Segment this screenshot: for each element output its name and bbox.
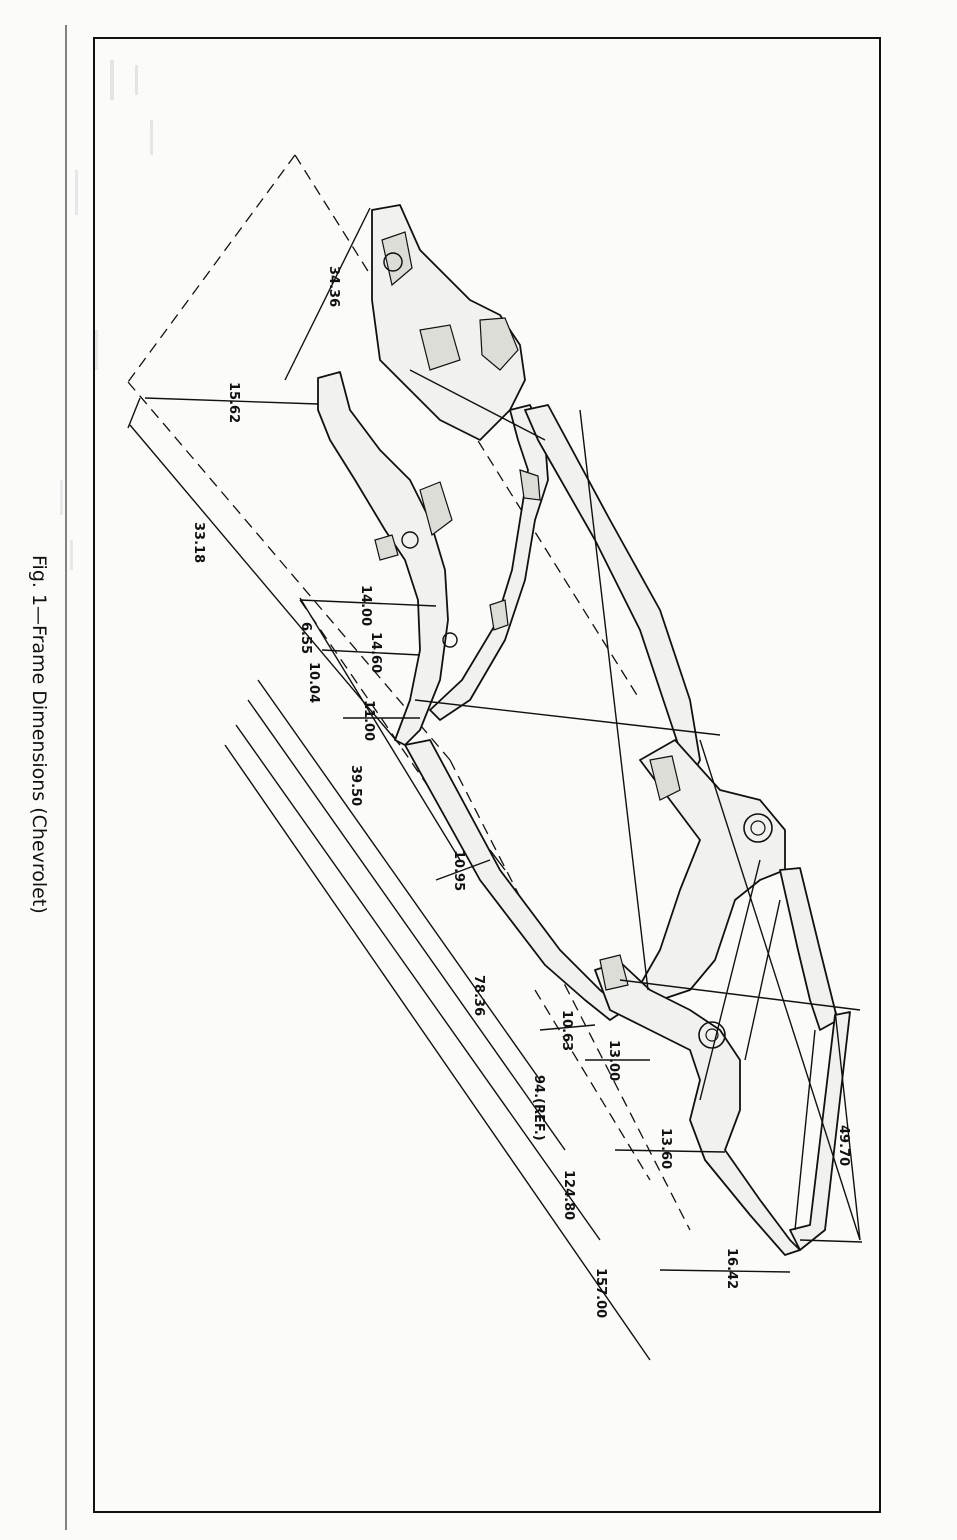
dim-49-70: 49.70 — [836, 1125, 851, 1166]
chassis-frame-drawing — [317, 204, 861, 1256]
dim-14-00: 14.00 — [358, 585, 373, 626]
dim-13-00: 13.00 — [606, 1040, 621, 1081]
dim-33-18: 33.18 — [191, 522, 206, 563]
dim-34-36: 34.36 — [326, 266, 341, 307]
dim-78-36: 78.36 — [471, 975, 486, 1016]
dim-124-80: 124.80 — [561, 1170, 576, 1220]
dim-11-00: 11.00 — [361, 700, 376, 741]
page-border — [93, 37, 881, 1513]
dim-10-04: 10.04 — [306, 662, 321, 703]
dim-14-60: 14.60 — [368, 632, 383, 673]
dim-157-00: 157.00 — [593, 1268, 608, 1318]
bleed-through-marks — [60, 60, 153, 570]
dimension-lines — [127, 207, 863, 1361]
dim-16-42: 16.42 — [724, 1248, 739, 1289]
dim-10-63: 10.63 — [559, 1010, 574, 1051]
dim-6-55: 6.55 — [298, 622, 313, 654]
dim-39-50: 39.50 — [348, 765, 363, 806]
dim-15-62: 15.62 — [226, 382, 241, 423]
dimension-labels: 34.36 15.62 33.18 14.00 14.60 6.55 10.04… — [191, 266, 851, 1318]
dim-10-95: 10.95 — [451, 850, 466, 891]
dim-13-60: 13.60 — [658, 1128, 673, 1169]
dim-94-ref: 94.(REF.) — [531, 1075, 546, 1141]
figure-caption: Fig. 1—Frame Dimensions (Chevrolet) — [28, 555, 50, 914]
